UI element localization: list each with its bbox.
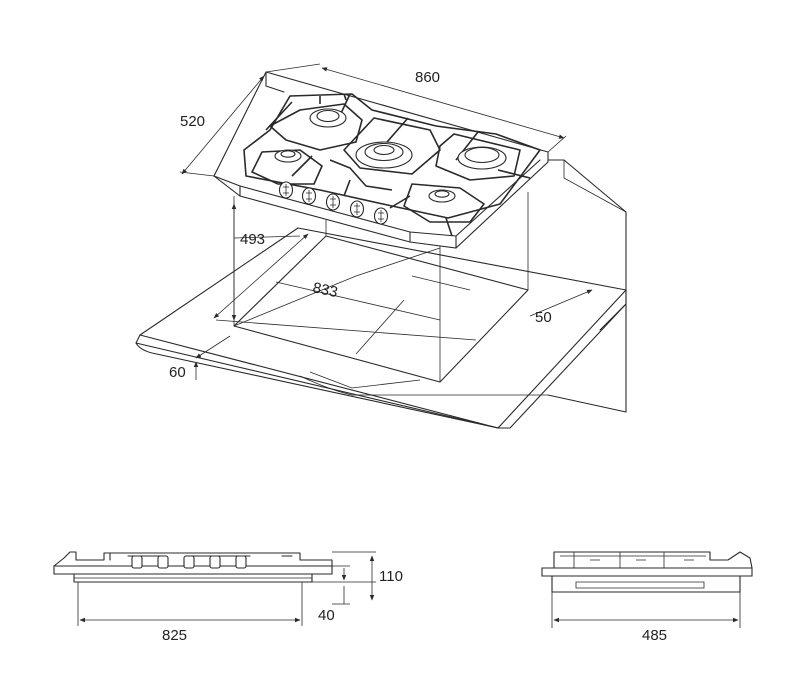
dim-width-top: 860 <box>415 69 440 86</box>
knob <box>301 187 317 205</box>
dim-worktop-thickness: 60 <box>169 364 186 381</box>
burner-front-right <box>428 189 456 203</box>
burner-rear-left <box>309 108 347 128</box>
control-knobs <box>278 181 389 225</box>
worktop <box>135 159 627 429</box>
dim-depth-top: 520 <box>180 113 205 130</box>
dim-below-worktop: 40 <box>318 607 335 624</box>
dim-cutout-depth: 493 <box>240 231 265 248</box>
dim-side-view-depth: 485 <box>642 627 667 644</box>
dim-total-height: 110 <box>379 568 403 585</box>
burner-center-wok <box>355 141 413 169</box>
dimension-lines-top <box>179 63 593 380</box>
dim-cutout-width: 833 <box>311 279 339 301</box>
burner-right-large <box>457 146 507 170</box>
dim-front-view-width: 825 <box>162 627 187 644</box>
burner-front-left <box>274 149 302 163</box>
side-view <box>541 551 753 628</box>
knob <box>349 200 365 218</box>
hob-top-view <box>213 71 549 249</box>
knob <box>325 193 341 211</box>
front-view <box>53 551 376 626</box>
knob <box>278 181 294 199</box>
knob <box>373 207 389 225</box>
front-knobs <box>131 555 247 569</box>
dim-rear-clearance: 50 <box>535 309 552 326</box>
